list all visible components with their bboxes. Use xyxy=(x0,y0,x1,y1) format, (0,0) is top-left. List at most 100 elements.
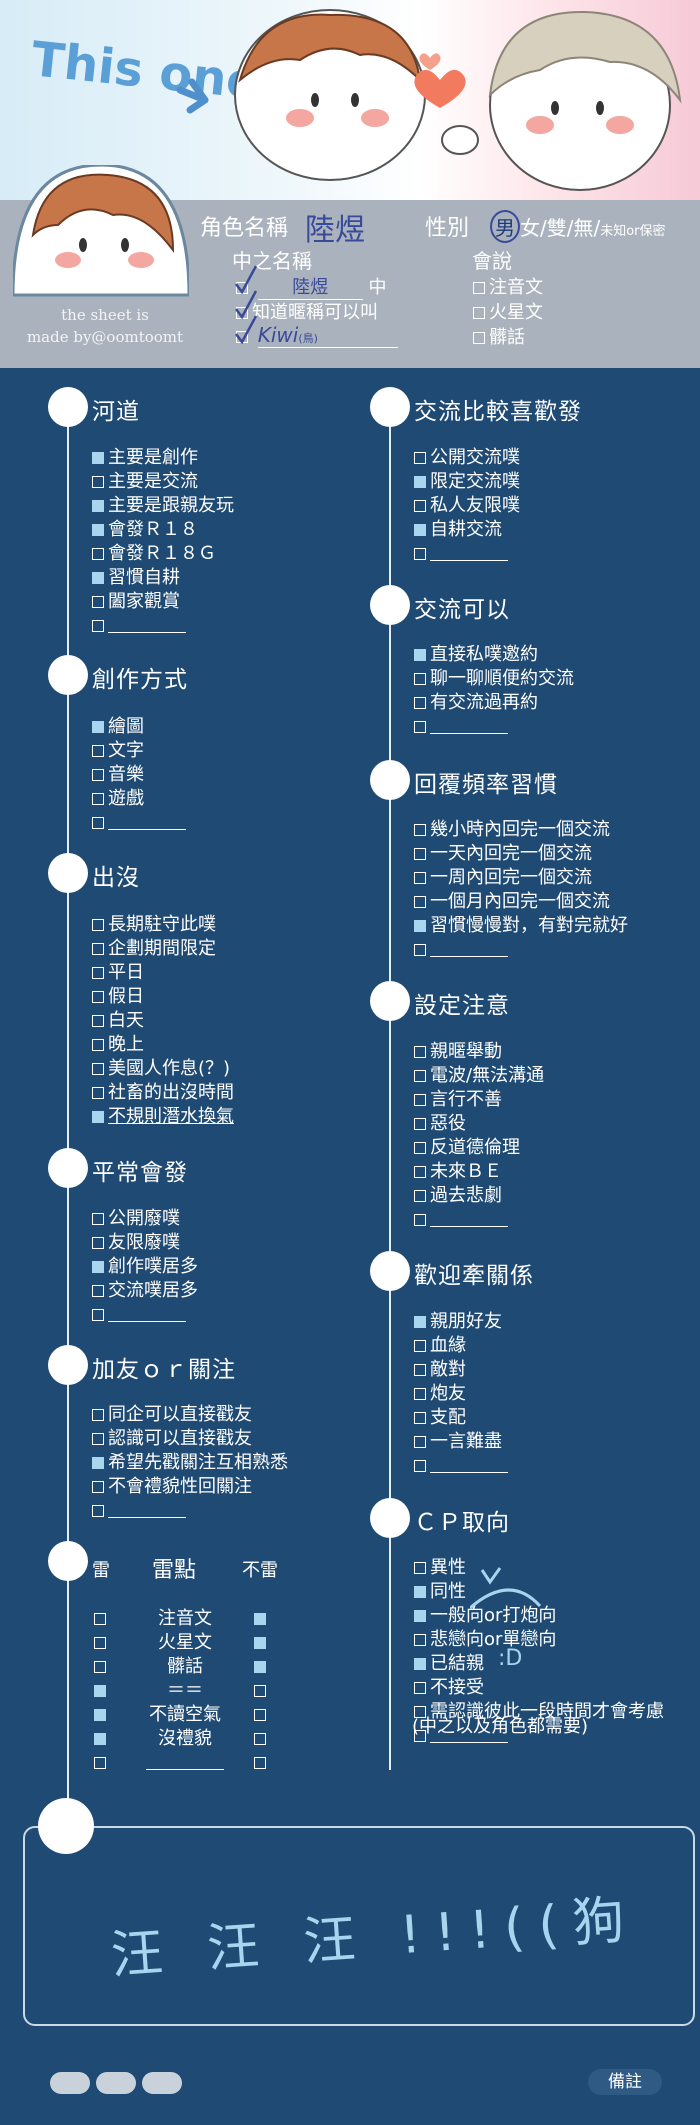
thunder-bulei-checkbox[interactable] xyxy=(254,1613,266,1625)
checkbox[interactable] xyxy=(92,1015,104,1027)
checklist-item[interactable]: 未來ＢＥ xyxy=(414,1160,502,1184)
checklist-item[interactable]: 一天內回完一個交流 xyxy=(414,842,592,866)
blank-line[interactable] xyxy=(430,1226,508,1227)
checkbox[interactable] xyxy=(414,1460,426,1472)
checklist-item[interactable]: 有交流過再約 xyxy=(414,691,538,715)
blank-line[interactable] xyxy=(430,1742,508,1743)
memo-box[interactable] xyxy=(23,1826,695,2026)
footer-pill-3[interactable] xyxy=(142,2072,182,2094)
checkbox[interactable] xyxy=(92,1309,104,1321)
checklist-item[interactable]: 主要是跟親友玩 xyxy=(92,494,234,518)
checkbox[interactable] xyxy=(414,1214,426,1226)
checkbox[interactable] xyxy=(414,872,426,884)
checkbox[interactable] xyxy=(414,1142,426,1154)
checkbox[interactable] xyxy=(92,596,104,608)
checklist-item[interactable]: 需認識彼此一段時間才會考慮 xyxy=(414,1700,664,1724)
remark-button[interactable]: 備註 xyxy=(588,2069,662,2095)
checkbox[interactable] xyxy=(414,944,426,956)
checklist-item[interactable]: 直接私噗邀約 xyxy=(414,643,538,667)
checkbox[interactable] xyxy=(92,548,104,560)
checklist-item[interactable]: 習慣慢慢對，有對完就好 xyxy=(414,914,628,938)
checkbox[interactable] xyxy=(92,769,104,781)
checklist-item[interactable]: 創作噗居多 xyxy=(92,1255,198,1279)
checklist-item[interactable] xyxy=(414,542,508,566)
blank-line[interactable] xyxy=(430,1472,508,1473)
checkbox[interactable] xyxy=(414,1436,426,1448)
checklist-item[interactable]: 一周內回完一個交流 xyxy=(414,866,592,890)
checklist-item[interactable]: 公開廢噗 xyxy=(92,1207,180,1231)
blank-line[interactable] xyxy=(430,956,508,957)
checklist-item[interactable]: 會發Ｒ１８ xyxy=(92,518,198,542)
checklist-item[interactable]: 平日 xyxy=(92,961,144,985)
checklist-item[interactable]: 長期駐守此噗 xyxy=(92,913,216,937)
checklist-item[interactable]: 認識可以直接戳友 xyxy=(92,1427,252,1451)
checkbox[interactable] xyxy=(414,1658,426,1670)
thunder-bulei-checkbox[interactable] xyxy=(254,1709,266,1721)
checklist-item[interactable]: 文字 xyxy=(92,739,144,763)
checkbox[interactable] xyxy=(414,1730,426,1742)
checklist-item[interactable]: 不規則潛水換氣 xyxy=(92,1105,234,1129)
checkbox[interactable] xyxy=(414,1340,426,1352)
checklist-item[interactable]: 假日 xyxy=(92,985,144,1009)
checkbox[interactable] xyxy=(414,1388,426,1400)
checkbox[interactable] xyxy=(92,1237,104,1249)
thunder-bulei-checkbox[interactable] xyxy=(254,1733,266,1745)
checkbox[interactable] xyxy=(92,500,104,512)
checkbox[interactable] xyxy=(92,1285,104,1297)
checkbox[interactable] xyxy=(92,793,104,805)
checkbox[interactable] xyxy=(92,1409,104,1421)
checklist-item[interactable]: 反道德倫理 xyxy=(414,1136,520,1160)
checkbox[interactable] xyxy=(92,745,104,757)
checklist-item[interactable]: 美國人作息(？) xyxy=(92,1057,230,1081)
checklist-item[interactable]: 血緣 xyxy=(414,1334,466,1358)
checkbox[interactable] xyxy=(92,991,104,1003)
checkbox[interactable] xyxy=(414,524,426,536)
checkbox[interactable] xyxy=(414,1610,426,1622)
checkbox[interactable] xyxy=(92,919,104,931)
checkbox[interactable] xyxy=(92,1087,104,1099)
checklist-item[interactable]: 不會禮貌性回關注 xyxy=(92,1475,252,1499)
checklist-item[interactable]: 惡役 xyxy=(414,1112,466,1136)
checkbox[interactable] xyxy=(92,1039,104,1051)
checklist-item[interactable]: 公開交流噗 xyxy=(414,446,520,470)
checklist-item[interactable] xyxy=(414,1454,508,1478)
checklist-item[interactable]: 主要是交流 xyxy=(92,470,198,494)
checkbox[interactable] xyxy=(92,943,104,955)
checklist-item[interactable]: 友限廢噗 xyxy=(92,1231,180,1255)
lang-checkbox-1[interactable] xyxy=(473,282,485,294)
checklist-item[interactable]: 一般向or打炮向 xyxy=(414,1604,556,1628)
thunder-lei-checkbox[interactable] xyxy=(94,1613,106,1625)
thunder-bulei-checkbox[interactable] xyxy=(254,1637,266,1649)
checklist-item[interactable]: 幾小時內回完一個交流 xyxy=(414,818,610,842)
checkbox[interactable] xyxy=(92,1111,104,1123)
checkbox[interactable] xyxy=(414,1412,426,1424)
thunder-bulei-checkbox[interactable] xyxy=(254,1685,266,1697)
checkbox[interactable] xyxy=(92,817,104,829)
checklist-item[interactable]: 過去悲劇 xyxy=(414,1184,502,1208)
checkbox[interactable] xyxy=(92,1481,104,1493)
checklist-item[interactable] xyxy=(92,1303,186,1327)
checklist-item[interactable]: 一個月內回完一個交流 xyxy=(414,890,610,914)
checklist-item[interactable]: 已結親 xyxy=(414,1652,484,1676)
checkbox[interactable] xyxy=(92,476,104,488)
checklist-item[interactable] xyxy=(414,1208,508,1232)
checklist-item[interactable]: 闔家觀賞 xyxy=(92,590,180,614)
checkbox[interactable] xyxy=(414,1046,426,1058)
checkbox[interactable] xyxy=(414,1634,426,1646)
checklist-item[interactable]: 同企可以直接戳友 xyxy=(92,1403,252,1427)
checkbox[interactable] xyxy=(414,1364,426,1376)
checkbox[interactable] xyxy=(92,572,104,584)
checklist-item[interactable]: 不接受 xyxy=(414,1676,484,1700)
checklist-item[interactable]: 電波/無法溝通 xyxy=(414,1064,544,1088)
checklist-item[interactable]: 會發Ｒ１８Ｇ xyxy=(92,542,216,566)
checklist-item[interactable] xyxy=(414,938,508,962)
thunder-bulei-checkbox[interactable] xyxy=(254,1757,266,1769)
checkbox[interactable] xyxy=(414,1190,426,1202)
checkbox[interactable] xyxy=(92,620,104,632)
checklist-item[interactable]: 主要是創作 xyxy=(92,446,198,470)
checklist-item[interactable] xyxy=(92,811,186,835)
checklist-item[interactable]: 社畜的出沒時間 xyxy=(92,1081,234,1105)
checklist-item[interactable]: 音樂 xyxy=(92,763,144,787)
thunder-lei-checkbox[interactable] xyxy=(94,1685,106,1697)
blank-line[interactable] xyxy=(430,733,508,734)
